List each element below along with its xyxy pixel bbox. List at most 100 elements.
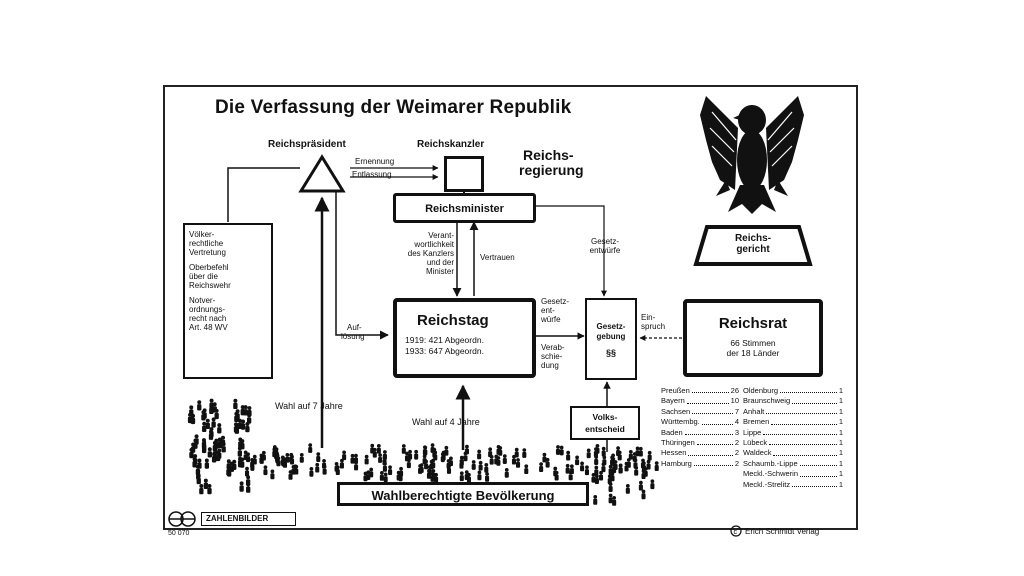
land-stimmen: 1 [838,427,843,437]
reichstag-sitze-1919: 1919: 421 Abgeordn. [405,335,484,345]
copyright-label: Erich Schmidt Verlag [745,527,820,536]
land-row: Lippe 1 [743,428,843,438]
reichskanzler-box [444,156,484,192]
land-name: Bayern [661,396,685,406]
land-name: Sachsen [661,406,691,416]
reichsrat-laender: der 18 Länder [726,348,780,358]
land-row: Baden 3 [661,428,739,438]
land-name: Thüringen [661,438,695,448]
verantwortlichkeit-label: Verant- wortlichkeit des Kanzlers und de… [407,231,454,276]
land-row: Meckl.-Schwerin 1 [743,469,843,479]
reichsrat-stimmen: 66 Stimmen [730,338,776,348]
volksentscheid-box: Volks- entscheid [570,406,640,440]
wahl-4-label: Wahl auf 4 Jahre [412,417,480,427]
svg-text:c: c [734,529,738,536]
connector-rights [227,167,300,222]
land-row: Bayern 10 [661,396,739,406]
land-name: Lippe [743,427,762,437]
reichsgericht-box [693,225,813,266]
publisher-series: ZAHLENBILDER [201,512,296,526]
verabschiedung-label: Verab- schie- dung [541,343,565,370]
zahlenbilder-logo [168,511,196,527]
vertrauen-label: Vertrauen [480,253,515,262]
land-stimmen: 1 [838,458,843,468]
land-stimmen: 7 [734,406,739,416]
reichspraesident-label: Reichspräsident [268,139,346,150]
reichsregierung-label: Reichs- regierung [519,147,584,178]
land-name: Braunschweig [743,396,791,406]
land-stimmen: 3 [734,427,739,437]
gesetzentwuerfe-label: Gesetz- entwürfe [589,237,621,255]
praesident-rechte-box: Völker- rechtliche Vertretung Oberbefehl… [183,223,273,379]
land-name: Lübeck [743,438,768,448]
reichsrat-title: Reichsrat [718,315,788,332]
land-row: Preußen 26 [661,386,739,396]
reichstag-title: Reichstag [417,312,489,329]
gesetzentwuerfe-rt-label: Gesetz- ent- würfe [541,297,570,324]
land-name: Bremen [743,417,770,427]
reichstag-sitze-1933: 1933: 647 Abgeordn. [405,346,484,356]
land-stimmen: 1 [838,479,843,489]
land-name: Hessen [661,448,687,458]
wahl-7-label: Wahl auf 7 Jahre [275,401,343,411]
land-name: Anhalt [743,406,765,416]
copyright-icon [730,525,742,537]
land-stimmen: 1 [838,438,843,448]
land-row: Württembg. 4 [661,417,739,427]
land-name: Württembg. [661,417,700,427]
arrow-gesetzentwuerfe [536,205,607,297]
land-name: Preußen [661,386,690,395]
reichsgericht-label: Reichs- gericht [734,233,772,255]
eagle-emblem [700,96,804,214]
reichskanzler-label: Reichskanzler [417,139,485,150]
diagram-title: Die Verfassung der Weimarer Republik [215,97,572,118]
einspruch-label: Ein- spruch [641,313,666,331]
land-name: Baden [661,427,683,437]
land-row: Lübeck 1 [743,438,843,448]
ernennung-label: Ernennung [355,157,395,166]
land-stimmen: 1 [838,386,843,395]
land-row: Meckl.-Strelitz 1 [743,480,843,490]
population-crowd [187,398,659,506]
reichsrat-box: Reichsrat 66 Stimmen der 18 Länder [683,299,823,377]
land-stimmen: 1 [838,448,843,458]
land-stimmen: 2 [734,458,739,468]
land-name: Schaumb.-Lippe [743,458,798,468]
land-row: Sachsen 7 [661,407,739,417]
land-stimmen: 2 [734,438,739,448]
bevoelkerung-box: Wahlberechtigte Bevölkerung [337,482,589,506]
reichsminister-box: Reichsminister [393,193,536,223]
land-row: Braunschweig 1 [743,396,843,406]
land-row: Schaumb.-Lippe 1 [743,459,843,469]
aufloesung-label: Auf- lösung [341,323,365,341]
land-stimmen: 1 [838,406,843,416]
land-row: Waldeck 1 [743,448,843,458]
land-stimmen: 26 [730,386,739,395]
land-name: Oldenburg [743,386,779,395]
land-name: Meckl.-Schwerin [743,469,799,479]
land-stimmen: 4 [734,417,739,427]
entlassung-label: Entlassung [352,170,392,179]
land-row: Oldenburg 1 [743,386,843,396]
land-row: Thüringen 2 [661,438,739,448]
arrow-aufloesung [335,180,389,340]
land-stimmen: 10 [730,396,739,406]
land-stimmen: 1 [838,469,843,479]
code-label: 50 070 [168,530,190,537]
president-triangle [298,154,346,193]
land-row: Hessen 2 [661,448,739,458]
land-stimmen: 2 [734,448,739,458]
land-stimmen: 1 [838,396,843,406]
reichstag-box: Reichstag 1919: 421 Abgeordn. 1933: 647 … [393,298,536,378]
land-row: Anhalt 1 [743,407,843,417]
land-stimmen: 1 [838,417,843,427]
gesetzgebung-box: Gesetz- gebung §§ [585,298,637,380]
land-row: Bremen 1 [743,417,843,427]
land-name: Meckl.-Strelitz [743,479,791,489]
land-name: Hamburg [661,458,692,468]
land-name: Waldeck [743,448,772,458]
land-row: Hamburg 2 [661,459,739,469]
